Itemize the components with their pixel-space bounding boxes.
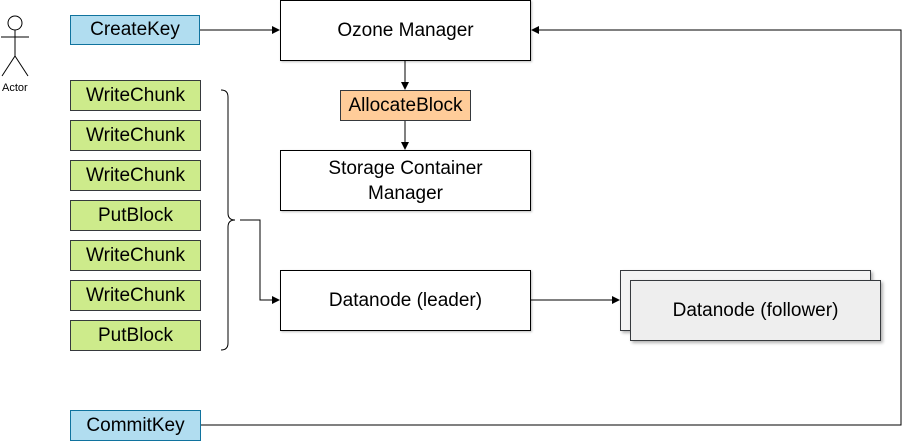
operation-putblock-2: PutBlock: [70, 320, 201, 351]
scm-label-line2: Manager: [368, 182, 443, 204]
scm-label-line1: Storage Container: [328, 157, 483, 179]
operation-writechunk-1: WriteChunk: [70, 80, 201, 111]
commitkey-to-om-arrow: [200, 26, 902, 426]
storage-container-manager-box: Storage Container Manager: [280, 150, 531, 211]
operation-writechunk-4: WriteChunk: [70, 240, 201, 271]
operation-writechunk-3: WriteChunk: [70, 160, 201, 191]
actor-label: Actor: [2, 82, 28, 94]
allocate-block-box: AllocateBlock: [340, 90, 471, 121]
operation-putblock-1: PutBlock: [70, 200, 201, 231]
operation-writechunk-5: WriteChunk: [70, 280, 201, 311]
operations-brace: [220, 89, 236, 351]
commitkey-box: CommitKey: [70, 410, 201, 441]
datanode-follower-box: Datanode (follower): [630, 280, 881, 341]
actor-icon: [1, 15, 29, 77]
operation-writechunk-2: WriteChunk: [70, 120, 201, 151]
createkey-box: CreateKey: [70, 15, 200, 45]
ozone-manager-box: Ozone Manager: [280, 0, 531, 61]
brace-to-leader-arrow: [240, 219, 280, 304]
datanode-leader-box: Datanode (leader): [280, 270, 531, 331]
